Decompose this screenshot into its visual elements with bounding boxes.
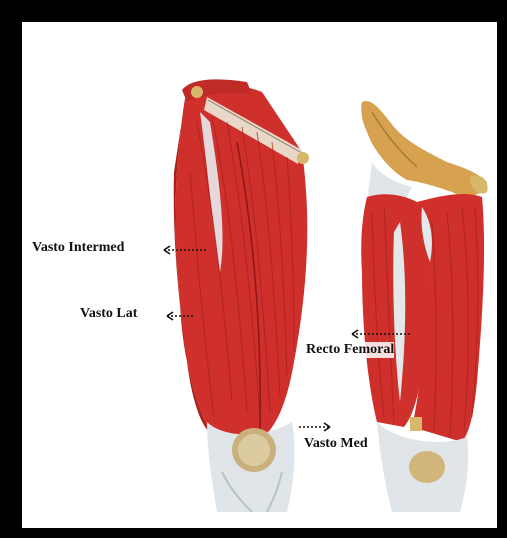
left-thigh-drawing bbox=[174, 79, 309, 512]
thigh-muscles-illustration bbox=[22, 22, 497, 528]
illustration-panel: Vasto Intermed Vasto Lat Recto Femoral V… bbox=[20, 20, 499, 530]
arrow-vasto-med bbox=[299, 423, 330, 431]
label-vasto-med: Vasto Med bbox=[304, 436, 368, 452]
label-vasto-intermed: Vasto Intermed bbox=[32, 240, 124, 256]
image-frame: Vasto Intermed Vasto Lat Recto Femoral V… bbox=[6, 6, 501, 532]
right-thigh-drawing bbox=[361, 101, 487, 512]
label-recto-femoral: Recto Femoral bbox=[306, 342, 394, 358]
label-vasto-lat: Vasto Lat bbox=[80, 306, 137, 322]
